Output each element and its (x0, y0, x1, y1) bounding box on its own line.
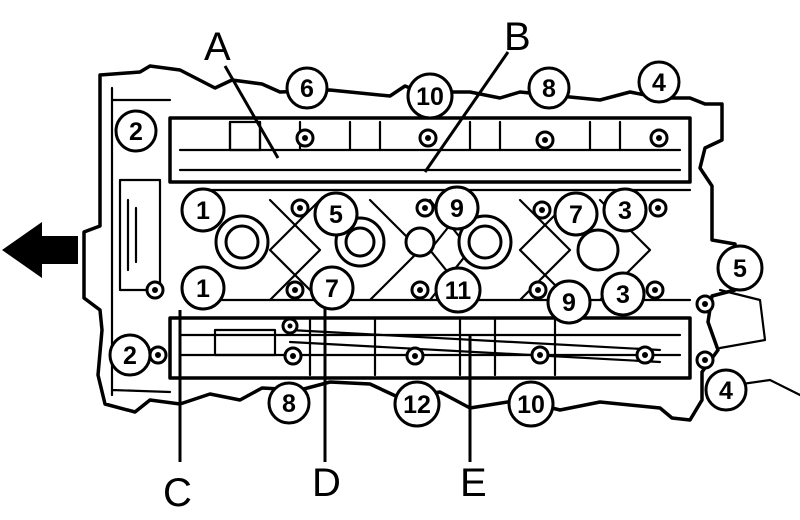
svg-text:2: 2 (123, 342, 137, 370)
bolt-icon (695, 294, 715, 314)
bolt-icon (295, 128, 315, 148)
bolt-icon (649, 128, 669, 148)
top-number-badge: 4 (637, 60, 681, 104)
svg-text:7: 7 (325, 275, 339, 303)
bolt-icon (418, 128, 438, 148)
svg-text:11: 11 (445, 277, 472, 305)
callout-label-a: A (204, 25, 231, 69)
top-rail (168, 116, 692, 184)
bolt-icon (290, 198, 310, 218)
left-number-badge: 2 (114, 109, 158, 153)
svg-text:1: 1 (196, 197, 210, 225)
lower-row-number-badge: 7 (309, 265, 355, 311)
svg-text:8: 8 (542, 75, 556, 103)
lower-row-number-badge: 9 (546, 279, 592, 325)
upper-row-number-badge: 3 (602, 187, 648, 233)
lower-row-number-badge: 1 (180, 265, 226, 311)
bolt-icon (148, 345, 168, 365)
top-number-badge: 10 (406, 72, 454, 120)
svg-text:3: 3 (618, 197, 632, 225)
callout-label-d: D (312, 461, 341, 505)
svg-text:4: 4 (719, 377, 733, 405)
bolt-icon (648, 198, 668, 218)
svg-text:1: 1 (196, 275, 210, 303)
callout-label-c: C (163, 471, 192, 515)
right-number-badge: 5 (716, 244, 764, 292)
svg-text:10: 10 (517, 391, 545, 419)
bolt-icon (415, 198, 435, 218)
bottom-number-badge: 12 (393, 380, 441, 428)
right-number-badge: 4 (704, 368, 748, 412)
bolt-icon (283, 346, 303, 366)
svg-text:5: 5 (329, 201, 343, 229)
bolt-icon (530, 345, 550, 365)
lower-row-number-badge: 3 (600, 271, 646, 317)
bolt-icon (528, 280, 548, 300)
svg-text:8: 8 (282, 390, 296, 418)
svg-text:5: 5 (733, 255, 747, 283)
top-number-badge: 6 (285, 66, 329, 110)
bolt-icon (410, 280, 430, 300)
callout-label-e: E (460, 461, 487, 505)
upper-row-number-badge: 7 (553, 191, 599, 237)
lower-row-number-badge: 11 (434, 266, 482, 314)
bottom-number-badge: 8 (267, 381, 311, 425)
upper-row-number-badge: 1 (180, 187, 226, 233)
bolt-heads (145, 128, 715, 370)
front-direction-arrow-icon (2, 222, 78, 278)
upper-row-number-badge: 9 (434, 185, 480, 231)
top-number-badge: 8 (527, 66, 571, 110)
bolt-icon (645, 280, 665, 300)
upper-row-number-badge: 5 (313, 191, 359, 237)
svg-text:6: 6 (300, 75, 314, 103)
bolt-icon (635, 345, 655, 365)
svg-text:2: 2 (129, 118, 143, 146)
svg-text:10: 10 (416, 83, 444, 111)
bolt-icon (281, 317, 299, 335)
bolt-icon (285, 280, 305, 300)
bolt-icon (145, 280, 165, 300)
svg-text:4: 4 (652, 69, 666, 97)
bolt-icon (695, 350, 715, 370)
svg-text:12: 12 (403, 391, 431, 419)
svg-text:3: 3 (616, 281, 630, 309)
bottom-number-badge: 10 (507, 380, 555, 428)
svg-text:9: 9 (562, 289, 576, 317)
bottom-rail (168, 316, 692, 380)
bolt-icon (535, 130, 555, 150)
left-number-badge: 2 (108, 333, 152, 377)
svg-text:7: 7 (569, 201, 583, 229)
callout-label-b: B (504, 15, 531, 59)
bolt-icon (405, 346, 425, 366)
bolt-icon (532, 200, 552, 220)
svg-text:9: 9 (450, 195, 464, 223)
